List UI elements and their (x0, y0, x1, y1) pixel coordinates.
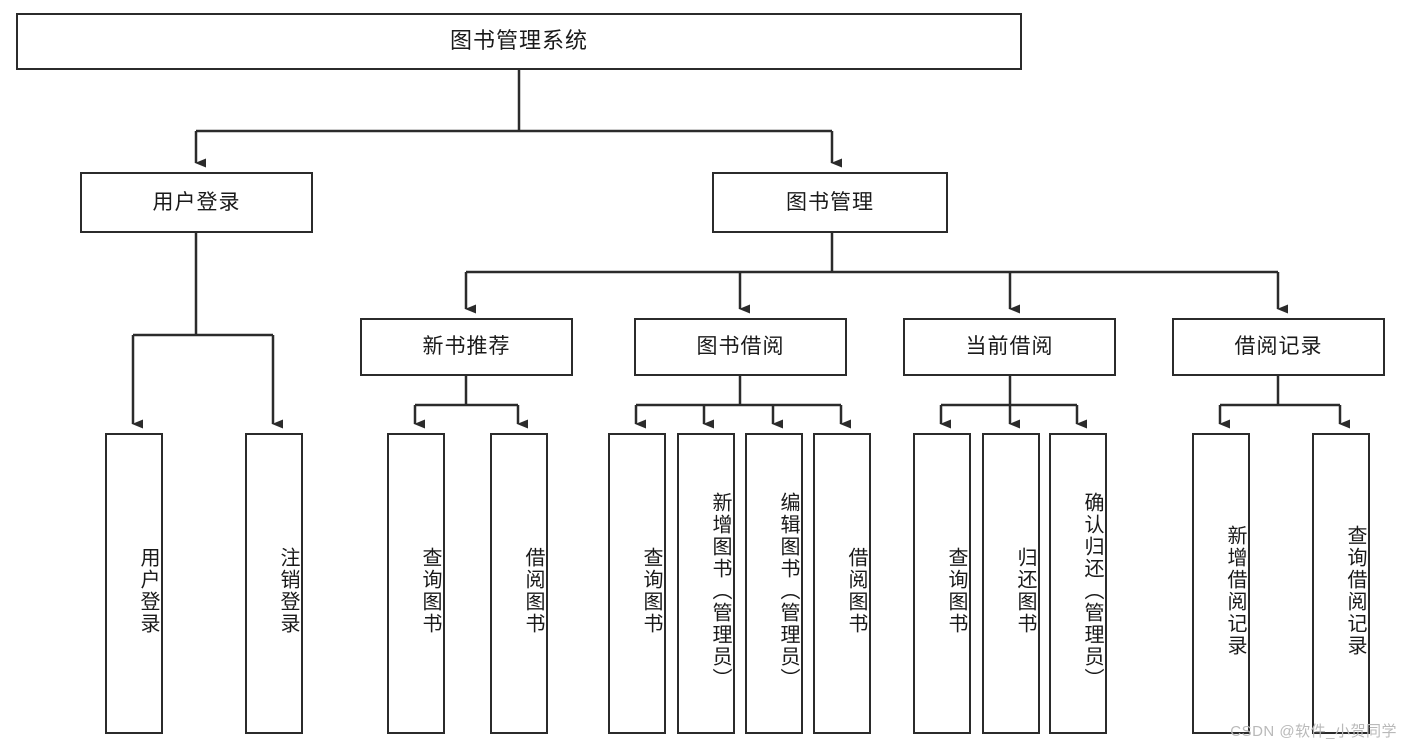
leaf-add-book-admin[interactable]: 新增图书（管理员） (677, 433, 735, 734)
node-label: 编辑图书（管理员） (777, 491, 799, 690)
node-label: 新书推荐 (422, 335, 511, 359)
node-book-management[interactable]: 图书管理 (712, 172, 948, 233)
leaf-add-borrowing-record[interactable]: 新增借阅记录 (1192, 433, 1250, 734)
leaf-query-books-borrowing[interactable]: 查询图书 (608, 433, 666, 734)
leaf-user-login[interactable]: 用户登录 (105, 433, 163, 734)
node-label: 图书管理系统 (449, 28, 588, 54)
leaf-edit-book-admin[interactable]: 编辑图书（管理员） (745, 433, 803, 734)
node-label: 归还图书 (1014, 546, 1036, 635)
node-new-book-recommendation[interactable]: 新书推荐 (360, 318, 573, 376)
node-label: 用户登录 (137, 546, 159, 635)
node-label: 新增借阅记录 (1224, 524, 1246, 657)
leaf-logout[interactable]: 注销登录 (245, 433, 303, 734)
node-book-borrowing[interactable]: 图书借阅 (634, 318, 847, 376)
node-label: 借阅图书 (845, 546, 867, 635)
leaf-query-books-recommendation[interactable]: 查询图书 (387, 433, 445, 734)
node-borrowing-records[interactable]: 借阅记录 (1172, 318, 1385, 376)
leaf-query-borrowing-record[interactable]: 查询借阅记录 (1312, 433, 1370, 734)
node-label: 查询图书 (640, 546, 662, 635)
leaf-return-books[interactable]: 归还图书 (982, 433, 1040, 734)
node-current-borrowing[interactable]: 当前借阅 (903, 318, 1116, 376)
leaf-query-books-current[interactable]: 查询图书 (913, 433, 971, 734)
leaf-borrow-books-borrowing[interactable]: 借阅图书 (813, 433, 871, 734)
leaf-confirm-return-admin[interactable]: 确认归还（管理员） (1049, 433, 1107, 734)
node-root-book-management-system[interactable]: 图书管理系统 (16, 13, 1022, 70)
node-label: 查询图书 (945, 546, 967, 635)
node-label: 图书管理 (786, 190, 874, 214)
node-label: 借阅图书 (522, 546, 544, 635)
node-label: 查询借阅记录 (1344, 524, 1366, 657)
node-label: 注销登录 (277, 546, 299, 635)
node-label: 查询图书 (419, 546, 441, 635)
node-label: 新增图书（管理员） (709, 491, 731, 690)
node-label: 用户登录 (152, 190, 241, 214)
node-label: 借阅记录 (1234, 335, 1323, 359)
leaf-borrow-books-recommendation[interactable]: 借阅图书 (490, 433, 548, 734)
watermark: CSDN @软件_小贺同学 (1230, 723, 1397, 740)
node-label: 确认归还（管理员） (1081, 491, 1103, 690)
node-label: 当前借阅 (965, 335, 1054, 359)
node-label: 图书借阅 (696, 335, 785, 359)
node-user-login[interactable]: 用户登录 (80, 172, 313, 233)
